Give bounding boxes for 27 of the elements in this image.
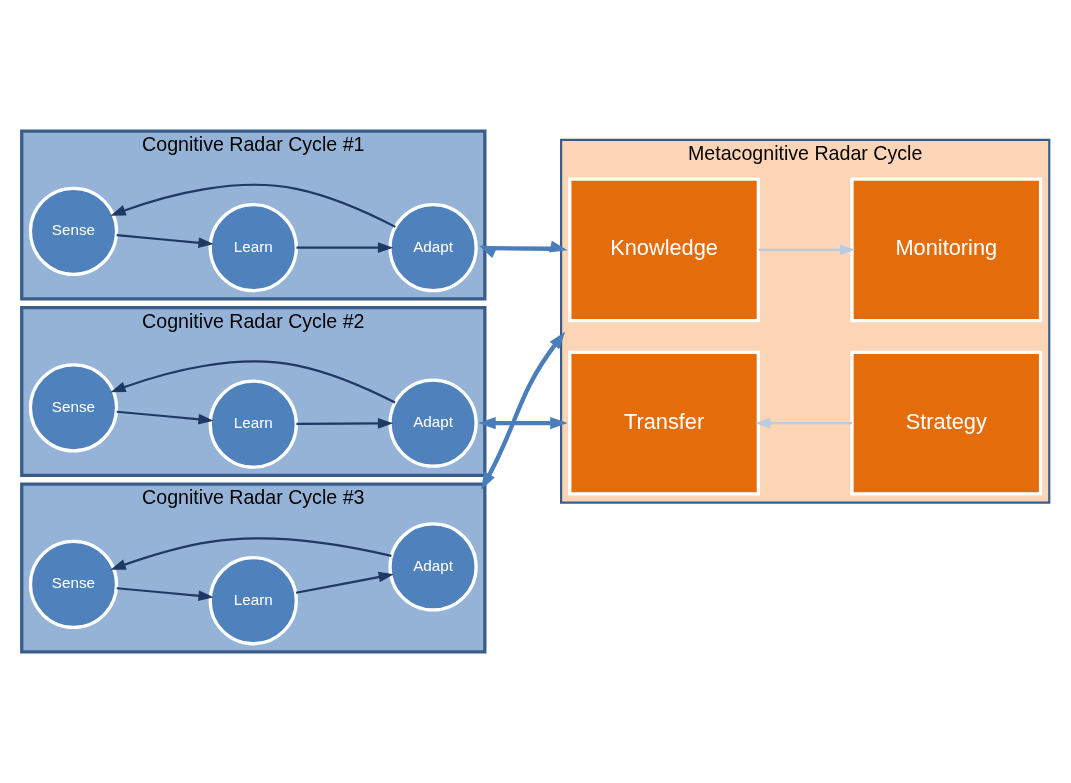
arrow (755, 417, 852, 429)
arrow (116, 587, 214, 602)
arrow (296, 418, 394, 429)
arrow (478, 416, 568, 430)
node-circle: Adapt (388, 203, 478, 293)
node-box: Knowledge (568, 177, 760, 323)
node-circle: Learn (208, 203, 298, 293)
node-box: Monitoring (850, 177, 1043, 323)
arrow (296, 242, 394, 253)
node-circle: Sense (28, 363, 119, 453)
node-circle: Learn (208, 379, 298, 469)
node-circle: Adapt (388, 378, 478, 468)
arrow (295, 571, 394, 594)
arrow (478, 240, 568, 259)
node-circle: Sense (28, 539, 119, 630)
arrow (110, 183, 396, 228)
node-box: Transfer (568, 350, 760, 496)
arrow (481, 331, 566, 490)
node-circle: Sense (28, 186, 119, 276)
arrow (116, 234, 214, 249)
node-circle: Learn (208, 556, 298, 646)
arrow (110, 537, 392, 570)
node-box: Strategy (850, 350, 1043, 496)
arrow (758, 244, 856, 256)
node-circle: Adapt (388, 522, 478, 612)
arrow (116, 410, 214, 425)
arrow (110, 360, 396, 404)
